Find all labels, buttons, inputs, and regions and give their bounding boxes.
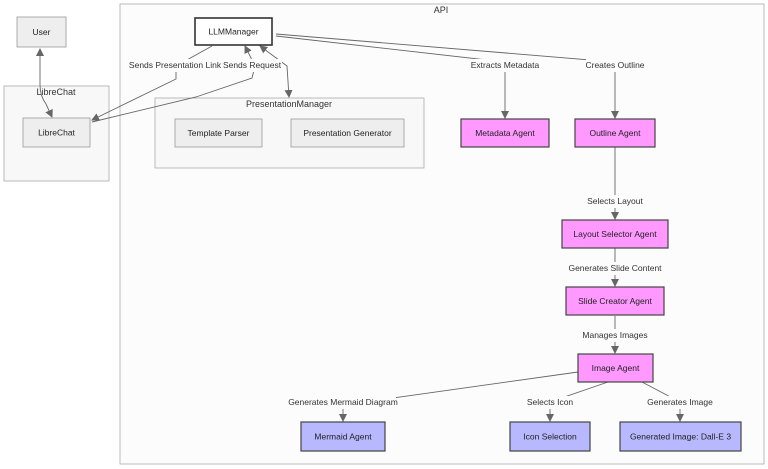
node-layout-selector-agent[interactable]: Layout Selector Agent bbox=[561, 219, 669, 249]
label-manages-images: Manages Images bbox=[582, 330, 647, 340]
label-creates-outline: Creates Outline bbox=[585, 60, 644, 70]
node-icon-selection[interactable]: Icon Selection bbox=[509, 421, 591, 452]
label-selects-layout: Selects Layout bbox=[587, 196, 643, 206]
label-generates-image: Generates Image bbox=[647, 397, 713, 407]
label-generates-mermaid-diagram: Generates Mermaid Diagram bbox=[288, 397, 398, 407]
node-image-agent[interactable]: Image Agent bbox=[577, 353, 654, 383]
svg-text:Slide Creator Agent: Slide Creator Agent bbox=[578, 296, 652, 306]
node-template-parser[interactable]: Template Parser bbox=[174, 118, 263, 148]
node-presentation-generator[interactable]: Presentation Generator bbox=[290, 118, 405, 148]
svg-text:Template Parser: Template Parser bbox=[188, 128, 250, 138]
label-generates-slide-content: Generates Slide Content bbox=[568, 263, 662, 273]
svg-text:Metadata Agent: Metadata Agent bbox=[475, 128, 535, 138]
svg-text:Generated Image: Dall-E 3: Generated Image: Dall-E 3 bbox=[630, 432, 731, 442]
node-generated-image[interactable]: Generated Image: Dall-E 3 bbox=[619, 421, 742, 452]
svg-text:Layout Selector Agent: Layout Selector Agent bbox=[573, 229, 657, 239]
node-librechat[interactable]: LibreChat bbox=[22, 117, 91, 148]
svg-text:Presentation Generator: Presentation Generator bbox=[303, 128, 392, 138]
svg-text:LLMManager: LLMManager bbox=[208, 27, 258, 37]
svg-text:LibreChat: LibreChat bbox=[38, 128, 75, 138]
svg-text:Mermaid Agent: Mermaid Agent bbox=[314, 432, 372, 442]
node-outline-agent[interactable]: Outline Agent bbox=[574, 118, 656, 148]
presentation-manager-label: PresentationManager bbox=[246, 99, 332, 109]
svg-text:Outline Agent: Outline Agent bbox=[589, 128, 641, 138]
node-metadata-agent[interactable]: Metadata Agent bbox=[460, 118, 550, 148]
node-user[interactable]: User bbox=[16, 16, 67, 48]
svg-text:Image Agent: Image Agent bbox=[592, 363, 640, 373]
svg-text:User: User bbox=[33, 27, 51, 37]
api-group-label: API bbox=[434, 5, 449, 15]
edge-labels: Sends Presentation Link Sends Request Ex… bbox=[128, 59, 713, 409]
librechat-group-label: LibreChat bbox=[36, 87, 76, 97]
node-mermaid-agent[interactable]: Mermaid Agent bbox=[300, 421, 386, 452]
node-slide-creator-agent[interactable]: Slide Creator Agent bbox=[565, 286, 665, 316]
edge-user-librechat bbox=[36, 48, 53, 118]
edge-llm-librechat-link bbox=[91, 45, 213, 121]
edge-llm-presentation-manager bbox=[259, 45, 293, 98]
label-sends-presentation-link: Sends Presentation Link bbox=[129, 60, 222, 70]
label-extracts-metadata: Extracts Metadata bbox=[471, 60, 540, 70]
node-llm-manager[interactable]: LLMManager bbox=[194, 17, 273, 46]
label-selects-icon: Selects Icon bbox=[527, 397, 574, 407]
svg-text:Icon Selection: Icon Selection bbox=[523, 432, 577, 442]
label-sends-request: Sends Request bbox=[223, 60, 282, 70]
